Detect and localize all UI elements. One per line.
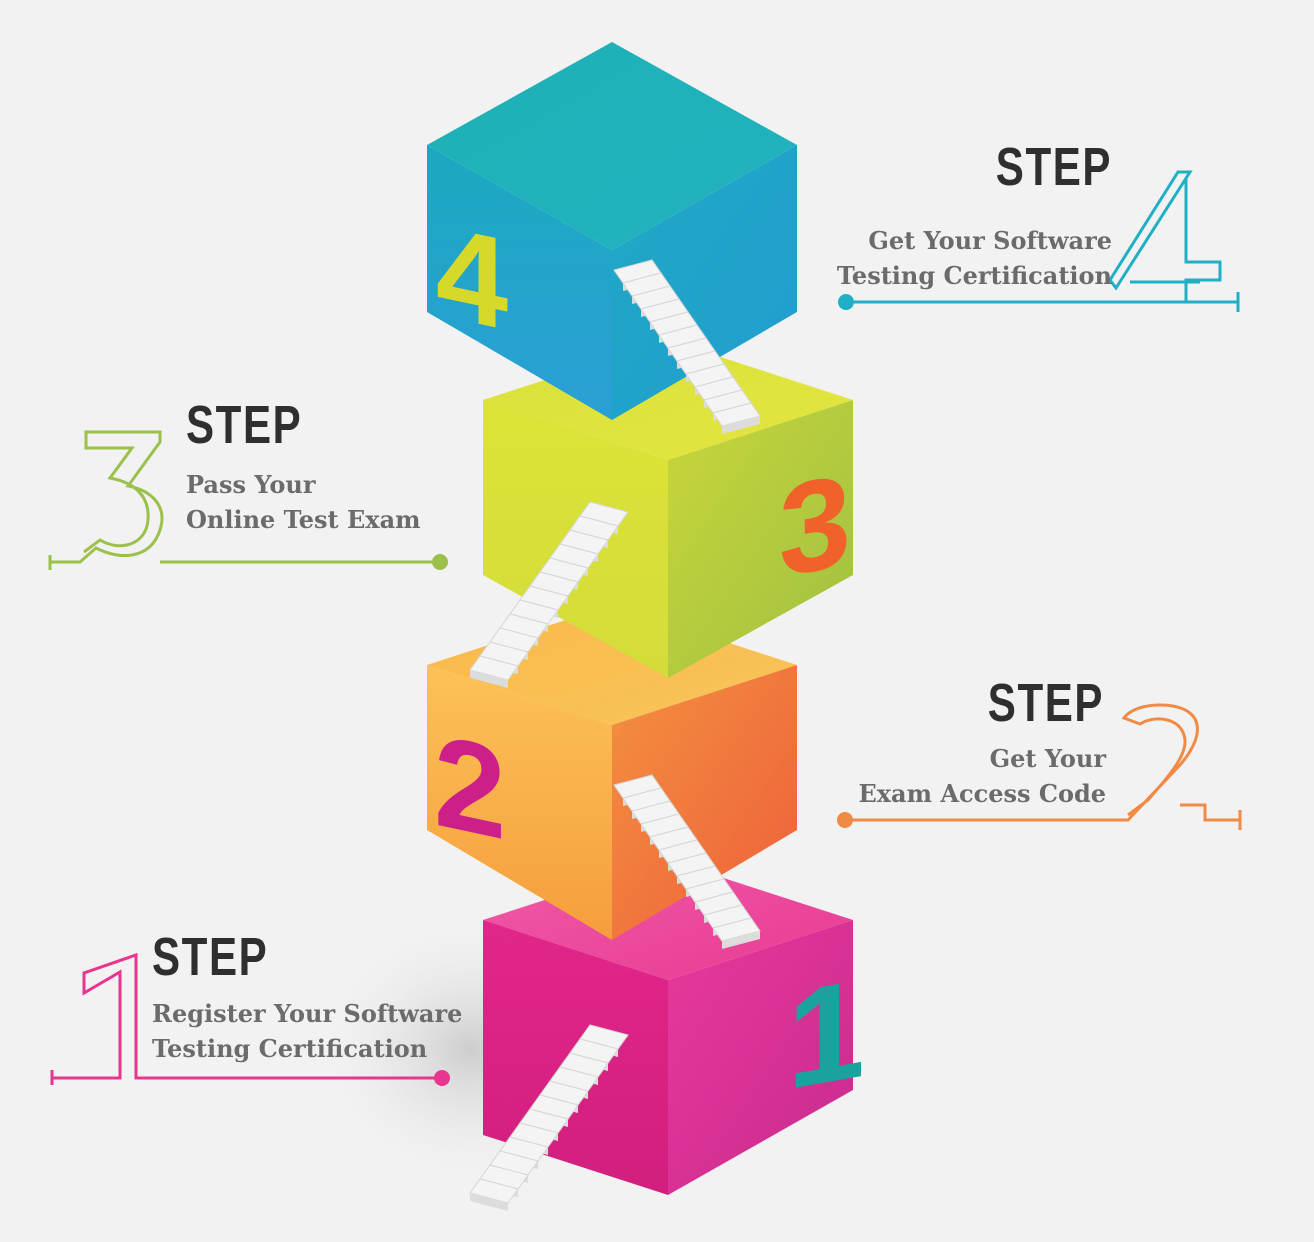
stair-riser xyxy=(722,416,760,434)
step-3-description: Pass Your Online Test Exam xyxy=(186,467,421,537)
cube-number-4: 4 xyxy=(436,197,508,358)
stair-riser xyxy=(470,670,508,688)
step-4-description: Get Your Software Testing Certification xyxy=(837,223,1112,293)
cube-number-2: 2 xyxy=(434,707,506,868)
step-4-outline-numeral xyxy=(838,170,1240,312)
step-2-description: Get Your Exam Access Code xyxy=(858,741,1106,811)
step-2-heading: STEP xyxy=(987,673,1104,733)
step-3-line-2: Online Test Exam xyxy=(186,505,421,534)
step-1-outline-numeral xyxy=(50,952,450,1086)
cube-4 xyxy=(427,42,797,420)
step-3-heading: STEP xyxy=(186,395,303,455)
step-4-line-1: Get Your Software xyxy=(868,226,1112,255)
staircase-icon xyxy=(469,1024,629,1211)
stair-riser xyxy=(470,1193,508,1211)
step-4-line-2: Testing Certification xyxy=(836,261,1112,290)
staircase-icon xyxy=(613,259,761,434)
step-2-line-1: Get Your xyxy=(989,744,1106,773)
cube-number-3: 3 xyxy=(779,446,851,605)
step-1-line-2: Testing Certification xyxy=(152,1034,428,1063)
step-1-heading: STEP xyxy=(152,927,269,987)
step-4-heading: STEP xyxy=(995,137,1112,197)
step-1-description: Register Your Software Testing Certifica… xyxy=(152,996,462,1066)
step-3-outline-numeral xyxy=(48,430,448,570)
stair-riser xyxy=(722,931,760,949)
cube-2 xyxy=(427,605,797,940)
step-3-line-1: Pass Your xyxy=(186,470,316,499)
step-2-line-2: Exam Access Code xyxy=(858,779,1106,808)
cube-number-1: 1 xyxy=(787,948,865,1119)
staircase-icon xyxy=(613,774,761,949)
step-1-line-1: Register Your Software xyxy=(152,999,463,1028)
staircase-icon xyxy=(469,501,629,688)
step-2-outline-numeral xyxy=(837,703,1242,830)
